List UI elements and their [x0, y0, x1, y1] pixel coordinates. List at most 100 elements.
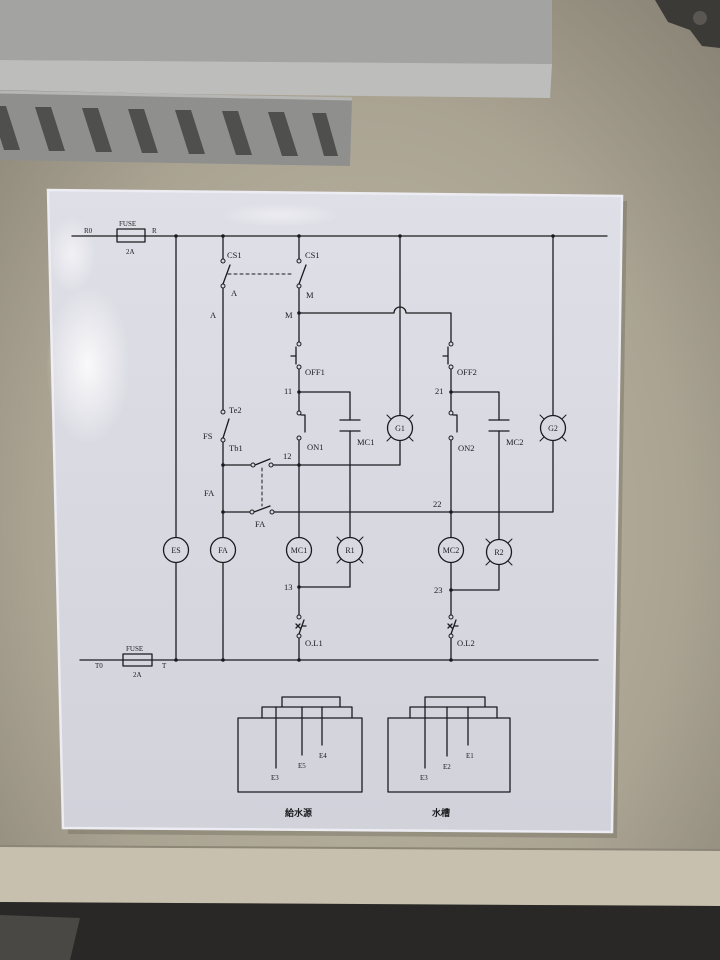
on2-button-actuator	[452, 414, 458, 433]
cs1-left-contact-label: A	[231, 288, 238, 298]
duct-slot	[222, 111, 252, 155]
bottom-rail-node-label: T	[162, 662, 167, 670]
es-relay-label: ES	[171, 546, 180, 555]
top-fuse	[116, 228, 146, 243]
node-21-label: 21	[435, 386, 444, 396]
g2-lamp-label: G2	[548, 424, 558, 433]
float-switch-label: FS	[203, 431, 213, 441]
cs1-left-blade	[222, 264, 231, 285]
paper	[48, 190, 622, 832]
fa-branch-label: FA	[204, 488, 215, 498]
ol2-label: O.L2	[457, 638, 475, 648]
node-13-label: 13	[284, 582, 293, 592]
duct-slot	[175, 110, 205, 154]
mounting-hardware	[655, 0, 720, 48]
electrode-label: E1	[466, 752, 474, 760]
glare	[46, 285, 130, 445]
top-fuse-label: FUSE	[119, 220, 136, 228]
circuit-diagram: R0 FUSE 2A R T0 FUSE 2A T ES	[71, 220, 608, 819]
g1-lamp-label: G1	[395, 424, 405, 433]
ol1-label: O.L1	[305, 638, 323, 648]
ol1-contact-blade	[295, 619, 307, 635]
enclosure-box-lip	[0, 60, 552, 98]
cs1-right-contact-label: M	[306, 290, 314, 300]
on2-terminal	[448, 410, 454, 416]
mc2-aux-contact	[488, 419, 510, 432]
r2-lamp-label: R2	[494, 548, 503, 557]
cs1-left-terminal	[220, 258, 226, 264]
ol2-contact-blade	[447, 619, 459, 635]
mc1-aux-label: MC1	[357, 437, 374, 447]
panel-ledge	[0, 846, 720, 906]
paper-sheet	[46, 188, 627, 838]
mc2-aux-wire	[450, 391, 500, 540]
g2-return-wire	[222, 440, 554, 513]
off2-button-actuator	[442, 346, 449, 365]
top-fuse-rating: 2A	[126, 248, 135, 256]
r2-lamp-rays	[485, 538, 513, 566]
junction-dot	[297, 463, 301, 467]
enclosure-box	[0, 0, 552, 64]
cs1-right-blade	[298, 264, 307, 285]
duct-slot	[35, 107, 65, 151]
bottom-fuse-label: FUSE	[126, 645, 143, 653]
off1-terminal	[296, 341, 302, 347]
fa-relay-coil	[209, 536, 237, 564]
cs1-right-terminal	[296, 258, 302, 264]
mc1-coil-label: MC1	[291, 546, 307, 555]
cs1-right-node-label: M	[285, 310, 293, 320]
g2-lamp-rays	[539, 414, 567, 442]
tank-body	[237, 717, 363, 793]
mc2-aux-label: MC2	[506, 437, 523, 447]
glare	[220, 203, 340, 227]
on2-label: ON2	[458, 443, 475, 453]
tank-right: E3 E2 E1 水槽	[387, 696, 511, 819]
g2-lamp	[539, 414, 567, 442]
off2-terminal	[448, 364, 454, 370]
g1-lamp-rays	[386, 414, 414, 442]
electrode-label: E5	[298, 762, 306, 770]
duct-slot	[82, 108, 112, 152]
off1-label: OFF1	[305, 367, 325, 377]
duct-slot	[128, 109, 158, 153]
off1-button-actuator	[290, 346, 297, 365]
tank-body	[387, 717, 511, 793]
g1-lamp	[386, 414, 414, 442]
panel-base-shadow	[0, 902, 720, 960]
tank-left: E3 E5 E4 給水源	[237, 696, 363, 819]
r2-return-wire	[450, 564, 500, 591]
electrode-label: E3	[271, 774, 279, 782]
plastic-sleeve-edge	[46, 188, 624, 834]
fa-upper-contact-blade	[254, 458, 271, 466]
float-switch-blade	[222, 418, 230, 439]
es-relay-coil	[162, 536, 190, 564]
cs1-right-label: CS1	[305, 250, 320, 260]
on1-label: ON1	[307, 442, 324, 452]
off2-label: OFF2	[457, 367, 477, 377]
tank-label: 水槽	[432, 807, 450, 819]
r1-lamp-label: R1	[345, 546, 354, 555]
off2-terminal	[448, 341, 454, 347]
mc2-coil	[437, 536, 465, 564]
off1-terminal	[296, 364, 302, 370]
fa-lower-contact-blade	[253, 505, 271, 513]
ol2-terminal	[448, 614, 454, 620]
r1-return-wire	[298, 562, 351, 588]
bottom-rail-line-label: T0	[95, 662, 103, 670]
g1-return-wire	[222, 440, 401, 466]
panel-ledge-edge	[0, 845, 720, 851]
ol1-terminal	[296, 614, 302, 620]
on2-terminal	[448, 435, 454, 441]
tank-label: 給水源	[285, 807, 312, 819]
electrode-label: E4	[319, 752, 327, 760]
cs1-left-node-label: A	[210, 310, 217, 320]
wiring-duct-edge	[0, 90, 353, 101]
node-11-label: 11	[284, 386, 292, 396]
float-switch-upper-label: Te2	[229, 405, 242, 415]
on1-button-actuator	[300, 414, 306, 433]
mc1-aux-contact	[339, 419, 361, 432]
float-switch-terminal	[220, 409, 226, 415]
on1-terminal	[296, 435, 302, 441]
node-12-label: 12	[283, 451, 292, 461]
